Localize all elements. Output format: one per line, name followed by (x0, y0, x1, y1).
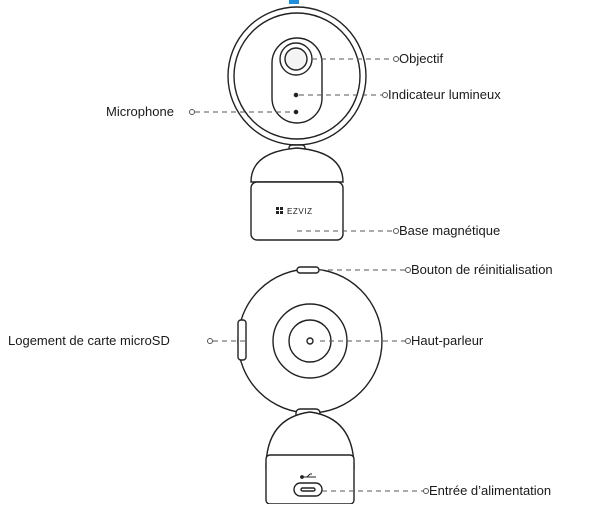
callout-marker-indicator (382, 92, 388, 98)
indicator-dot (293, 92, 299, 98)
label-lens: Objectif (399, 51, 444, 66)
label-indicator: Indicateur lumineux (388, 87, 501, 102)
callout-marker-base (393, 228, 399, 234)
microsd-slot (237, 319, 247, 361)
callout-marker-lens (393, 56, 399, 62)
usb-icon (300, 473, 316, 479)
base-dome (250, 147, 344, 183)
front-leaders (195, 58, 393, 232)
brand-logo-text: EZVIZ (287, 207, 313, 216)
power-port-inner (300, 487, 316, 492)
reset-button (296, 266, 320, 274)
label-reset-button: Bouton de réinitialisation (411, 262, 553, 277)
label-speaker: Haut-parleur (411, 333, 484, 348)
magnetic-base (250, 181, 344, 241)
label-microphone: Microphone (106, 104, 174, 119)
camera-head-inner-ring (233, 12, 361, 140)
callout-marker-power (423, 488, 429, 494)
microphone-hole (293, 109, 299, 115)
heading-accent-fragment (289, 0, 299, 4)
lens-glass (284, 47, 308, 71)
front-view (227, 6, 367, 241)
label-magnetic-base: Base magnétique (399, 223, 501, 238)
label-power-input: Entrée d’alimentation (429, 483, 552, 498)
label-microsd-slot: Logement de carte microSD (8, 333, 170, 348)
callout-marker-microphone (189, 109, 195, 115)
callout-marker-speaker (405, 338, 411, 344)
rear-base-dome (265, 411, 355, 469)
rear-leaders (213, 269, 423, 492)
ezviz-logo-icon (276, 207, 283, 214)
speaker-center (306, 337, 314, 345)
callout-marker-reset (405, 267, 411, 273)
rear-view (237, 266, 383, 505)
callout-marker-microsd (207, 338, 213, 344)
power-port (293, 482, 323, 497)
